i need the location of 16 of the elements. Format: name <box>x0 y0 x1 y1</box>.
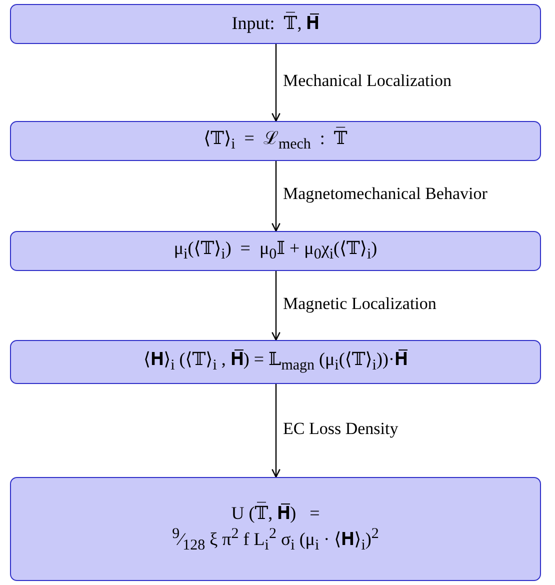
process-box <box>10 477 541 581</box>
formula-text: ⟨𝐇⟩$_{i}$ (⟨𝕋⟩$_{i}$ , 𝐇̅) = 𝕃$_{magn}$ (μ$_{i}$(⟨𝕋⟩$_{i}$))·𝐇̅ <box>144 348 408 376</box>
process-box <box>10 121 541 161</box>
formula-text: μ$_{i}$(⟨𝕋⟩$_{i}$) = μ$_{0}$𝕀 + μ$_{0}$χ$_{i}$(⟨𝕋⟩$_{i}$) <box>174 236 378 265</box>
arrow <box>272 161 280 232</box>
formula-text: Input: 𝕋̅, 𝐇̅ <box>232 12 320 36</box>
formula-text: U (𝕋̅, 𝐇̅) = <box>231 502 320 525</box>
formula-text: ⟨𝕋⟩$_{i}$ = ℒ$_{mech}$ : 𝕋̅ <box>204 126 348 155</box>
process-box <box>10 231 541 271</box>
process-box <box>10 340 541 384</box>
process-box <box>10 4 541 44</box>
arrow <box>272 384 280 478</box>
formula-text: $^{9}$⁄$_{128}$ ξ π$^{2}$ f L$_{i}$$^{2}$ σ$_{i}$ (μ$_{i}$ · ⟨𝐇⟩$_{i}$)$^{2}$ <box>172 525 379 556</box>
edge-label: Magnetomechanical Behavior <box>283 184 488 204</box>
arrow <box>272 271 280 341</box>
arrow <box>272 44 280 122</box>
